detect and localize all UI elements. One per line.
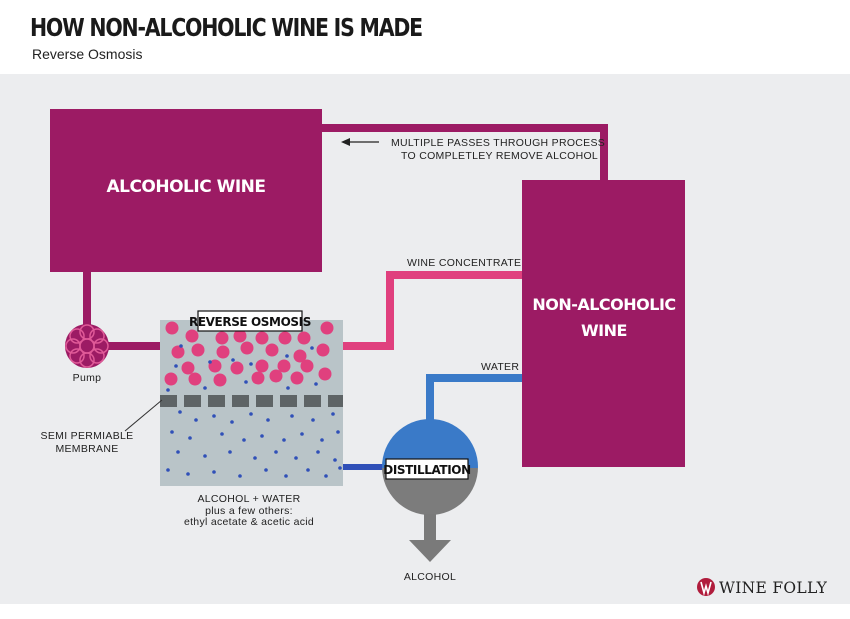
non-alcoholic-wine-label-line2: WINE bbox=[581, 321, 627, 340]
alcoholic-wine-label: ALCOHOLIC WINE bbox=[106, 177, 265, 197]
distillation-tag bbox=[385, 458, 469, 480]
multiple-passes-line1: MULTIPLE PASSES THROUGH PROCESS bbox=[391, 137, 605, 149]
wine-concentrate-label: WINE CONCENTRATE bbox=[407, 257, 521, 269]
brand-name: WINE FOLLY bbox=[719, 579, 828, 597]
wine-folly-logo-icon bbox=[697, 578, 715, 596]
alcoholic-wine-box bbox=[50, 109, 322, 272]
multiple-passes-line2: TO COMPLETLEY REMOVE ALCOHOL bbox=[401, 150, 598, 162]
non-alcoholic-wine-box bbox=[522, 180, 685, 467]
return-line bbox=[322, 124, 608, 182]
page-subtitle: Reverse Osmosis bbox=[32, 46, 143, 62]
page-title: HOW NON-ALCOHOLIC WINE IS MADE bbox=[30, 13, 423, 42]
alcohol-water-label: ALCOHOL + WATER bbox=[197, 493, 300, 505]
alcohol-label: ALCOHOL bbox=[404, 571, 456, 583]
membrane-pointer bbox=[124, 399, 163, 432]
non-alcoholic-wine-label-line1: NON-ALCOHOLIC bbox=[532, 295, 675, 314]
reverse-osmosis-label: REVERSE OSMOSIS bbox=[189, 315, 311, 329]
membrane-label-line1: SEMI PERMIABLE bbox=[41, 430, 134, 442]
arrow-left-icon bbox=[341, 138, 379, 146]
arrow-down-icon bbox=[409, 514, 451, 562]
membrane-label-line2: MEMBRANE bbox=[55, 443, 118, 455]
footer-band bbox=[0, 604, 850, 619]
pump-label: Pump bbox=[73, 372, 102, 384]
membrane bbox=[160, 395, 343, 407]
header-band bbox=[0, 0, 850, 74]
water-line bbox=[426, 374, 522, 424]
pump-icon bbox=[65, 324, 109, 368]
distillation-label: DISTILLATION bbox=[383, 463, 470, 477]
alcohol-water-molecules bbox=[166, 344, 342, 478]
wine-concentrate-line bbox=[343, 271, 522, 350]
others-label-line1: plus a few others: bbox=[205, 505, 293, 517]
reverse-osmosis-tag bbox=[197, 310, 303, 332]
others-label-line2: ethyl acetate & acetic acid bbox=[184, 516, 314, 528]
wine-particles bbox=[164, 321, 334, 387]
water-label: WATER bbox=[481, 361, 519, 373]
